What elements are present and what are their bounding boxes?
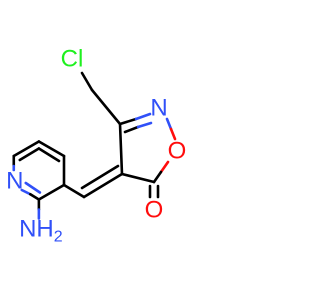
bond-c4-ch-dbl [80, 164, 120, 190]
bond-n-o-b [169, 127, 177, 141]
py-c4-c5 [37, 140, 66, 158]
py-n-c2-b [29, 192, 41, 201]
bond-c4-ch [82, 172, 124, 199]
bond-c3-n-a [118, 117, 138, 126]
amine-label: NH [19, 216, 54, 243]
bond-c3-ch2 [90, 88, 122, 126]
bond-c3-n-dbl-b [136, 121, 153, 129]
molecule-structure: Cl N O O N NH2 [6, 45, 187, 246]
bond-o-c5-b [152, 170, 163, 184]
atom-label-nh2: NH2 [19, 216, 63, 246]
atom-label-n-pyridine: N [6, 167, 23, 194]
bond-c3-n-b [134, 112, 152, 121]
atom-label-o-carbonyl: O [145, 196, 164, 223]
py-c4-c5-in [37, 147, 61, 163]
py-c5-c6-in [18, 147, 41, 162]
py-c2-c3 [37, 183, 66, 201]
bond-o-c5-a [159, 160, 170, 174]
py-n-c2-in [24, 181, 42, 194]
atom-label-cl: Cl [61, 45, 84, 72]
bonds [12, 71, 177, 220]
bond-ch2-cl [80, 71, 94, 92]
py-c5-c6 [12, 140, 41, 158]
atom-label-o-ring: O [168, 137, 187, 164]
atom-label-n-isoxazole: N [150, 94, 167, 121]
bond-ch-py [62, 183, 86, 199]
bond-n-o-a [165, 117, 173, 131]
bond-c4-c3 [118, 122, 124, 176]
bond-c3-n-dbl-a [123, 125, 140, 134]
bond-c5-c4 [120, 172, 156, 184]
amine-subscript: 2 [54, 229, 63, 246]
py-n-c2-a [20, 188, 32, 196]
